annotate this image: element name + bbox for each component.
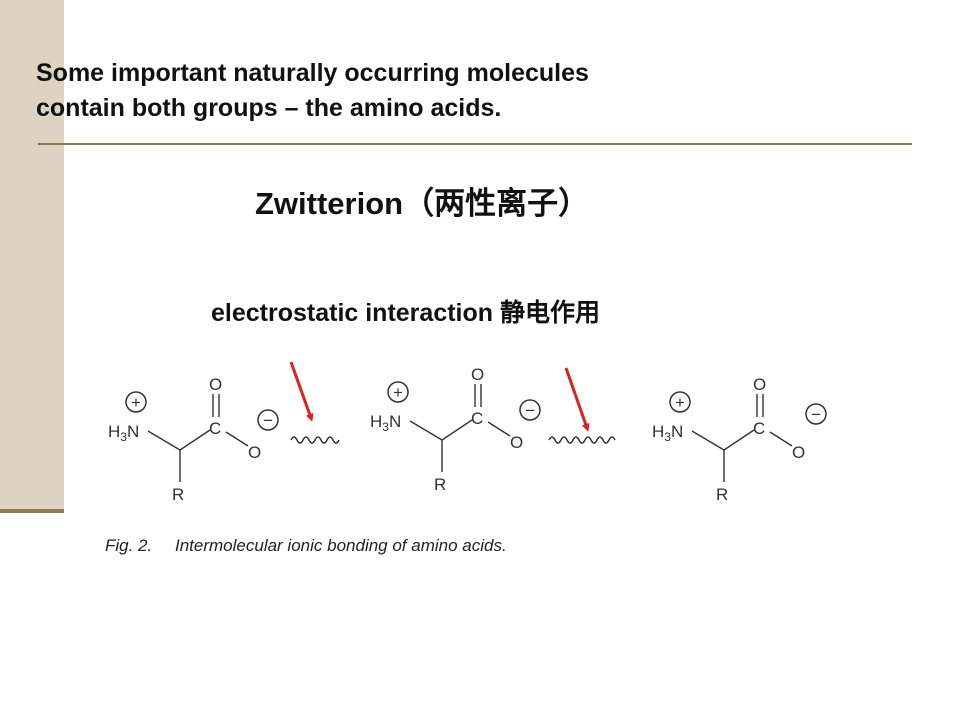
figure-svg: + H3N R C O O − + H3 [108,361,827,504]
ionic-bond-wavy-2 [548,436,616,444]
positive-charge-sign: + [131,393,141,412]
amino-acid-molecule-3: + H3N R C O O − [652,375,827,504]
electrostatic-interaction-label: electrostatic interaction 静电作用 [211,299,600,327]
r-group-label: R [434,475,446,494]
bond-n-ca [147,430,181,451]
positive-charge-icon [125,391,147,413]
bond-c-o [225,431,249,447]
sidebar-decoration [0,0,64,510]
amine-group-label: H3N [652,422,683,444]
r-group-label: R [716,485,728,504]
heading-line-2: contain both groups – the amino acids. [36,94,502,122]
carboxylate-oxygen-label: O [792,443,805,462]
bond-n-ca [409,420,443,441]
heading-divider [38,143,912,145]
carbonyl-oxygen-label: O [471,365,484,384]
amino-acid-molecule-2: + H3N R C O O − [370,365,541,494]
red-arrow-1-icon [289,361,314,422]
negative-charge-sign: − [811,405,821,424]
negative-charge-icon [257,409,279,431]
negative-charge-sign: − [525,401,535,420]
amino-acid-ionic-bonding-figure: + H3N R C O O − + H3 [0,340,960,570]
zwitterion-title: Zwitterion（两性离子） [255,186,590,221]
bond-ca-c [179,429,211,451]
r-group-label: R [172,485,184,504]
carboxylate-oxygen-label: O [248,443,261,462]
bond-n-ca [691,430,725,451]
red-arrow-2-icon [564,367,590,432]
heading-line-1: Some important naturally occurring molec… [36,59,589,87]
carbonyl-carbon-label: C [471,409,483,428]
bond-ca-c [723,429,755,451]
amino-acid-molecule-1: + H3N R C O O − [108,375,279,504]
carbonyl-carbon-label: C [753,419,765,438]
slide-heading: Some important naturally occurring molec… [36,56,896,126]
carbonyl-oxygen-label: O [209,375,222,394]
figure-number: Fig. 2. [105,536,153,555]
bond-c-o [487,421,511,437]
positive-charge-sign: + [393,383,403,402]
amine-group-label: H3N [370,412,401,434]
bond-c-o [769,431,793,447]
carbonyl-carbon-label: C [209,419,221,438]
sidebar-underline [0,509,64,513]
negative-charge-icon [805,403,827,425]
negative-charge-sign: − [263,411,273,430]
amine-group-label: H3N [108,422,139,444]
negative-charge-icon [519,399,541,421]
bond-ca-c [441,419,473,441]
figure-caption-text: Intermolecular ionic bonding of amino ac… [175,536,507,555]
positive-charge-icon [669,391,691,413]
carboxylate-oxygen-label: O [510,433,523,452]
ionic-bond-wavy-1 [290,436,340,444]
positive-charge-sign: + [675,393,685,412]
figure-caption: Fig. 2. Intermolecular ionic bonding of a… [105,536,507,556]
positive-charge-icon [387,381,409,403]
carbonyl-oxygen-label: O [753,375,766,394]
